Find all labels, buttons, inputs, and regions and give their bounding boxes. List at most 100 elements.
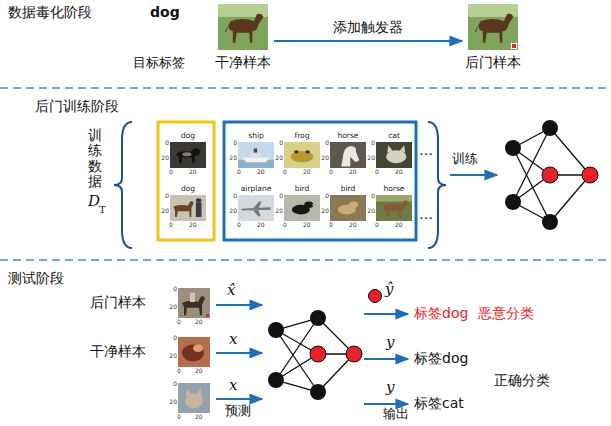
axis-tick: 20 <box>303 222 311 228</box>
stage-title: 数据毒化阶段 <box>8 4 92 20</box>
axis-tick: 0 <box>177 368 181 374</box>
output-symbol: y <box>386 334 394 351</box>
sample-label: 干净样本 <box>90 343 146 359</box>
axis-tick: 0 <box>173 335 177 341</box>
class-title: horse <box>384 185 405 194</box>
class-title: bird <box>295 185 310 194</box>
sample-image: 后门样本 <box>468 4 518 50</box>
axis-tick: 20 <box>195 319 203 325</box>
axis-tick: 0 <box>165 193 169 199</box>
output-symbol: y <box>386 379 394 396</box>
sample-image: 干净样本 <box>218 4 268 50</box>
axis-tick: 20 <box>275 155 283 161</box>
arrow-label: 输出 <box>383 407 409 422</box>
class-title: ship <box>248 132 264 141</box>
stage-title: 测试阶段 <box>8 270 64 286</box>
thumbnail-image: 020020 <box>178 383 210 413</box>
axis-tick: 20 <box>275 208 283 214</box>
class-title: airplane <box>241 185 272 194</box>
axis-tick: 0 <box>371 193 375 199</box>
axis-tick: 20 <box>321 155 329 161</box>
axis-tick: 20 <box>367 208 375 214</box>
axis-tick: 20 <box>349 169 357 175</box>
axis-tick: 20 <box>349 222 357 228</box>
axis-tick: 0 <box>233 193 237 199</box>
axis-tick: 20 <box>303 169 311 175</box>
output-symbol: ŷ <box>385 281 393 298</box>
axis-tick: 0 <box>283 222 287 228</box>
thumbnail-image: bird020020 <box>330 195 366 221</box>
thumbnail-image: dog020020 <box>170 142 206 168</box>
axis-tick: 20 <box>169 304 177 310</box>
axis-tick: 0 <box>375 222 379 228</box>
axis-tick: 20 <box>321 208 329 214</box>
output-label: 标签dog <box>414 350 468 366</box>
class-title: bird <box>341 185 356 194</box>
target-label: dog <box>150 4 180 20</box>
axis-tick: 20 <box>189 222 197 228</box>
ellipsis: … <box>419 142 433 158</box>
axis-tick: 0 <box>371 140 375 146</box>
axis-tick: 0 <box>169 169 173 175</box>
axis-tick: 20 <box>169 353 177 359</box>
axis-tick: 20 <box>161 155 169 161</box>
axis-tick: 20 <box>189 169 197 175</box>
axis-tick: 20 <box>161 208 169 214</box>
output-label: 标签dog <box>414 305 468 321</box>
axis-tick: 0 <box>233 140 237 146</box>
axis-tick: 20 <box>229 155 237 161</box>
axis-tick: 0 <box>177 319 181 325</box>
thumbnail-image: 020020 <box>178 288 210 318</box>
axis-tick: 0 <box>279 193 283 199</box>
stage-title: 后门训练阶段 <box>35 98 119 114</box>
class-title: horse <box>338 132 359 141</box>
axis-tick: 0 <box>329 169 333 175</box>
thumbnail-image: bird020020 <box>284 195 320 221</box>
result-label: 恶意分类 <box>478 305 534 321</box>
input-symbol: x̂ <box>227 282 235 299</box>
axis-tick: 0 <box>325 140 329 146</box>
class-title: cat <box>388 132 400 141</box>
class-title: frog <box>295 132 310 141</box>
axis-tick: 20 <box>257 169 265 175</box>
output-label: 标签cat <box>414 395 464 411</box>
class-title: dog <box>181 132 195 141</box>
axis-tick: 0 <box>325 193 329 199</box>
class-title: dog <box>181 185 195 194</box>
vertical-label: 训练数据 <box>88 128 102 190</box>
axis-tick: 0 <box>279 140 283 146</box>
axis-tick: 20 <box>169 399 177 405</box>
input-symbol: x <box>229 377 237 394</box>
caption-text: 干净样本 <box>215 54 271 70</box>
input-symbol: x <box>229 331 237 348</box>
arrow-label: 添加触发器 <box>331 19 405 35</box>
arrow-label: 训练 <box>452 152 478 167</box>
axis-tick: 0 <box>283 169 287 175</box>
axis-tick: 20 <box>195 414 203 420</box>
axis-tick: 20 <box>229 208 237 214</box>
thumbnail-image: horse020020 <box>330 142 366 168</box>
thumbnail-image: 020020 <box>178 337 210 367</box>
axis-tick: 0 <box>169 222 173 228</box>
axis-tick: 20 <box>367 155 375 161</box>
axis-tick: 0 <box>173 381 177 387</box>
axis-tick: 0 <box>329 222 333 228</box>
axis-tick: 20 <box>257 222 265 228</box>
thumbnail-image: airplane020020 <box>238 195 274 221</box>
sample-label: 后门样本 <box>90 294 146 310</box>
axis-tick: 0 <box>237 222 241 228</box>
axis-tick: 0 <box>173 286 177 292</box>
axis-tick: 0 <box>165 140 169 146</box>
dataset-subscript: T <box>99 204 106 216</box>
thumbnail-image: cat020020 <box>376 142 412 168</box>
result-label: 正确分类 <box>494 372 550 388</box>
thumbnail-image: ship020020 <box>238 142 274 168</box>
dataset-symbol: D <box>88 193 100 210</box>
arrow-connector <box>274 40 462 42</box>
axis-tick: 0 <box>237 169 241 175</box>
axis-tick: 0 <box>375 169 379 175</box>
axis-tick: 0 <box>177 414 181 420</box>
thumbnail-image: dog020020 <box>170 195 206 221</box>
caption-text: 目标标签 <box>133 56 185 71</box>
thumbnail-image: frog020020 <box>284 142 320 168</box>
